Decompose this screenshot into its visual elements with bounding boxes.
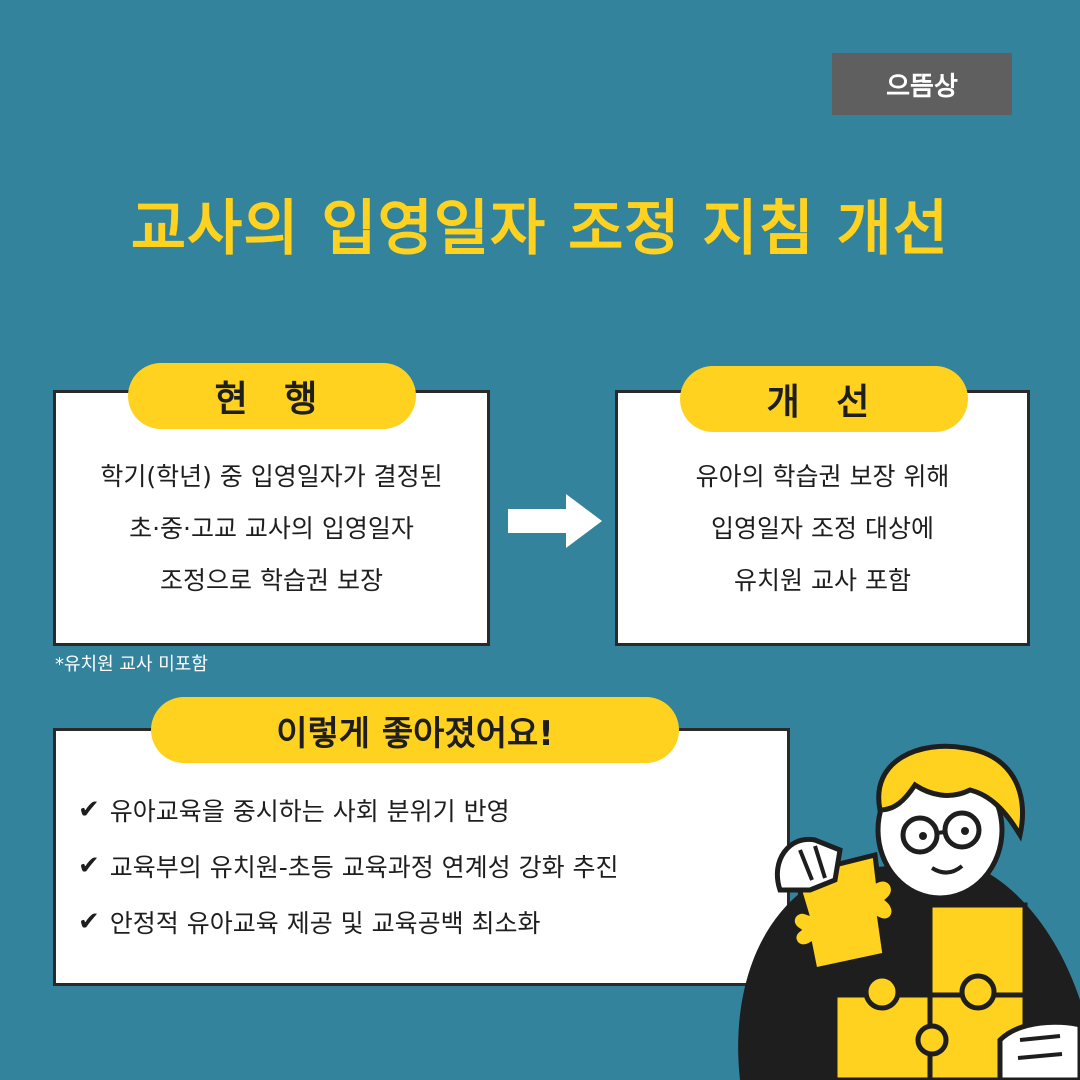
check-icon: ✔ [78, 851, 100, 881]
current-policy-box: 학기(학년) 중 입영일자가 결정된 초·중·고교 교사의 입영일자 조정으로 … [53, 390, 490, 646]
improved-line-3: 유치원 교사 포함 [734, 566, 911, 595]
right-arrow-icon [508, 494, 602, 548]
current-line-1: 학기(학년) 중 입영일자가 결정된 [100, 462, 443, 491]
page-title: 교사의 입영일자 조정 지침 개선 [130, 194, 950, 264]
benefit-text: 교육부의 유치원-초등 교육과정 연계성 강화 추진 [109, 853, 619, 882]
benefit-text: 안정적 유아교육 제공 및 교육공백 최소화 [109, 909, 541, 938]
current-policy-label: 현 행 [128, 363, 416, 429]
current-policy-text: 학기(학년) 중 입영일자가 결정된 초·중·고교 교사의 입영일자 조정으로 … [56, 451, 487, 607]
check-icon: ✔ [78, 795, 100, 825]
improved-policy-text: 유아의 학습권 보장 위해 입영일자 조정 대상에 유치원 교사 포함 [618, 451, 1027, 607]
benefit-list: ✔ 유아교육을 중시하는 사회 분위기 반영 ✔ 교육부의 유치원-초등 교육과… [78, 782, 619, 950]
benefit-item: ✔ 유아교육을 중시하는 사회 분위기 반영 [78, 782, 619, 838]
current-line-3: 조정으로 학습권 보장 [160, 566, 383, 595]
benefits-box [53, 728, 790, 986]
improved-line-1: 유아의 학습권 보장 위해 [695, 462, 950, 491]
improved-line-2: 입영일자 조정 대상에 [711, 514, 934, 543]
benefit-item: ✔ 안정적 유아교육 제공 및 교육공백 최소화 [78, 894, 619, 950]
check-icon: ✔ [78, 907, 100, 937]
current-line-2: 초·중·고교 교사의 입영일자 [129, 514, 414, 543]
benefit-text: 유아교육을 중시하는 사회 분위기 반영 [109, 797, 510, 826]
person-puzzle-illustration [738, 743, 1080, 1080]
current-footnote: *유치원 교사 미포함 [55, 654, 208, 675]
improved-policy-label: 개 선 [680, 366, 968, 432]
improved-policy-box: 유아의 학습권 보장 위해 입영일자 조정 대상에 유치원 교사 포함 [615, 390, 1030, 646]
award-badge: 으뜸상 [832, 53, 1012, 115]
benefit-item: ✔ 교육부의 유치원-초등 교육과정 연계성 강화 추진 [78, 838, 619, 894]
benefits-label: 이렇게 좋아졌어요! [151, 697, 679, 763]
